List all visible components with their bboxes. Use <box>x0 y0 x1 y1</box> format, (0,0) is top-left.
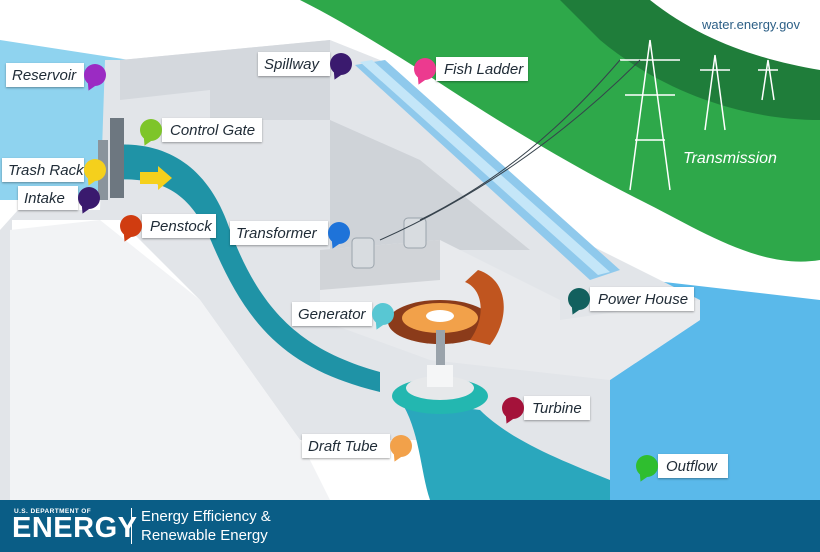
sky-patch <box>600 0 820 70</box>
dam-illustration <box>0 0 820 500</box>
callout-spillway: Spillway <box>258 52 330 76</box>
transformer-right <box>403 217 427 249</box>
callout-label: Power House <box>598 290 689 308</box>
source-label[interactable]: water.energy.gov <box>702 17 801 32</box>
callout-label: Outflow <box>666 457 717 475</box>
footer-bar: U.S. DEPARTMENT OF ENERGY Energy Efficie… <box>0 500 820 552</box>
callout-turbine: Turbine <box>524 396 590 420</box>
callout-marker-power-house <box>568 288 590 310</box>
footer-divider <box>131 508 132 544</box>
turbine-top <box>427 365 453 387</box>
control-gate-structure <box>110 118 124 198</box>
callout-trash-rack: Trash Rack <box>2 158 84 182</box>
agency-logo-text: ENERGY <box>12 512 138 544</box>
generator-housing <box>465 270 504 345</box>
callout-marker-transformer <box>328 222 350 244</box>
generator-shaft <box>436 330 445 380</box>
callout-marker-spillway <box>330 53 352 75</box>
callout-marker-intake <box>78 187 100 209</box>
callout-label: Turbine <box>532 399 582 417</box>
callout-transformer: Transformer <box>230 221 328 245</box>
transmission-label: Transmission <box>683 150 777 167</box>
callout-label: Trash Rack <box>8 161 84 179</box>
callout-label: Intake <box>24 189 65 207</box>
callout-marker-draft-tube <box>390 435 412 457</box>
callout-generator: Generator <box>292 302 372 326</box>
callout-outflow: Outflow <box>658 454 728 478</box>
agency-small-text: U.S. DEPARTMENT OF <box>14 508 92 515</box>
turbine-runner <box>406 376 474 400</box>
callout-reservoir: Reservoir <box>6 63 84 87</box>
callout-fish-ladder: Fish Ladder <box>436 57 528 81</box>
callout-label: Penstock <box>150 217 212 235</box>
generator-hub <box>426 310 454 322</box>
callout-marker-reservoir <box>84 64 106 86</box>
draft-tube-channel <box>400 400 610 500</box>
callout-label: Reservoir <box>12 66 77 84</box>
callout-label: Generator <box>298 305 366 323</box>
callout-marker-turbine <box>502 397 524 419</box>
callout-label: Spillway <box>264 55 320 73</box>
powerhouse-wall <box>320 240 440 290</box>
callout-marker-outflow <box>636 455 658 477</box>
dam-face-front <box>10 220 330 500</box>
callout-marker-fish-ladder <box>414 58 436 80</box>
callout-label: Transformer <box>236 224 317 242</box>
callout-power-house: Power House <box>590 287 694 311</box>
penstock-pipe <box>110 144 380 392</box>
callout-penstock: Penstock <box>142 214 216 238</box>
transmission-towers <box>620 39 778 191</box>
callout-label: Fish Ladder <box>444 60 524 78</box>
callout-marker-generator <box>372 303 394 325</box>
callout-control-gate: Control Gate <box>162 118 262 142</box>
office-name-line2: Renewable Energy <box>141 527 268 544</box>
callout-marker-trash-rack <box>84 159 106 181</box>
power-line-1 <box>419 59 621 221</box>
power-line-2 <box>379 59 641 241</box>
callout-marker-control-gate <box>140 119 162 141</box>
spillway-channel <box>360 60 610 275</box>
callout-marker-penstock <box>120 215 142 237</box>
callout-label: Draft Tube <box>308 437 378 455</box>
callout-draft-tube: Draft Tube <box>302 434 390 458</box>
water-flow-arrow <box>140 166 172 190</box>
callout-label: Control Gate <box>170 121 256 139</box>
dam-step <box>330 120 530 250</box>
office-name-line1: Energy Efficiency & <box>141 508 271 525</box>
transformer-left <box>351 237 375 269</box>
callout-intake: Intake <box>18 186 78 210</box>
